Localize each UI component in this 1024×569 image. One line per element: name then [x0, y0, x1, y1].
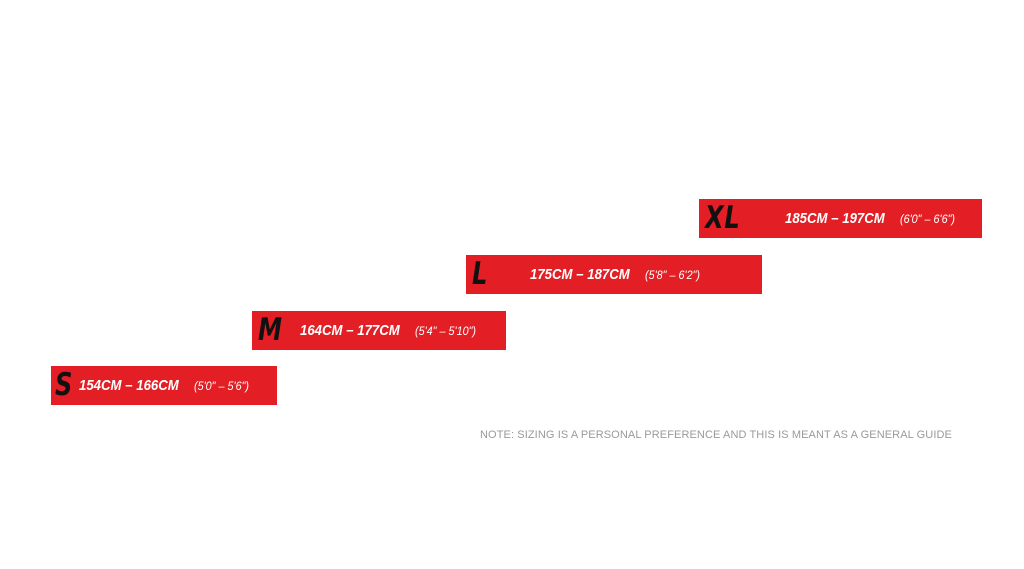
- sizing-note: NOTE: SIZING IS A PERSONAL PREFERENCE AN…: [480, 429, 952, 441]
- size-cm-range-m: 164CM – 177CM: [300, 322, 400, 339]
- size-bar-xl: XL 185CM – 197CM (6'0" – 6'6"): [699, 199, 982, 238]
- size-label-xl: XL: [705, 200, 741, 236]
- size-bar-m: M 164CM – 177CM (5'4" – 5'10"): [252, 311, 506, 350]
- size-inch-range-s: (5'0" – 5'6"): [194, 378, 250, 393]
- size-cm-range-s: 154CM – 166CM: [79, 377, 179, 394]
- size-label-m: M: [258, 312, 283, 348]
- size-label-l: L: [472, 256, 489, 292]
- size-inch-range-m: (5'4" – 5'10"): [415, 323, 477, 338]
- size-inch-range-l: (5'8" – 6'2"): [645, 267, 701, 282]
- size-bar-l: L 175CM – 187CM (5'8" – 6'2"): [466, 255, 762, 294]
- size-cm-range-l: 175CM – 187CM: [530, 266, 630, 283]
- size-label-s: S: [55, 367, 74, 403]
- size-cm-range-xl: 185CM – 197CM: [785, 210, 885, 227]
- size-inch-range-xl: (6'0" – 6'6"): [900, 211, 956, 226]
- size-bar-s: S 154CM – 166CM (5'0" – 5'6"): [51, 366, 277, 405]
